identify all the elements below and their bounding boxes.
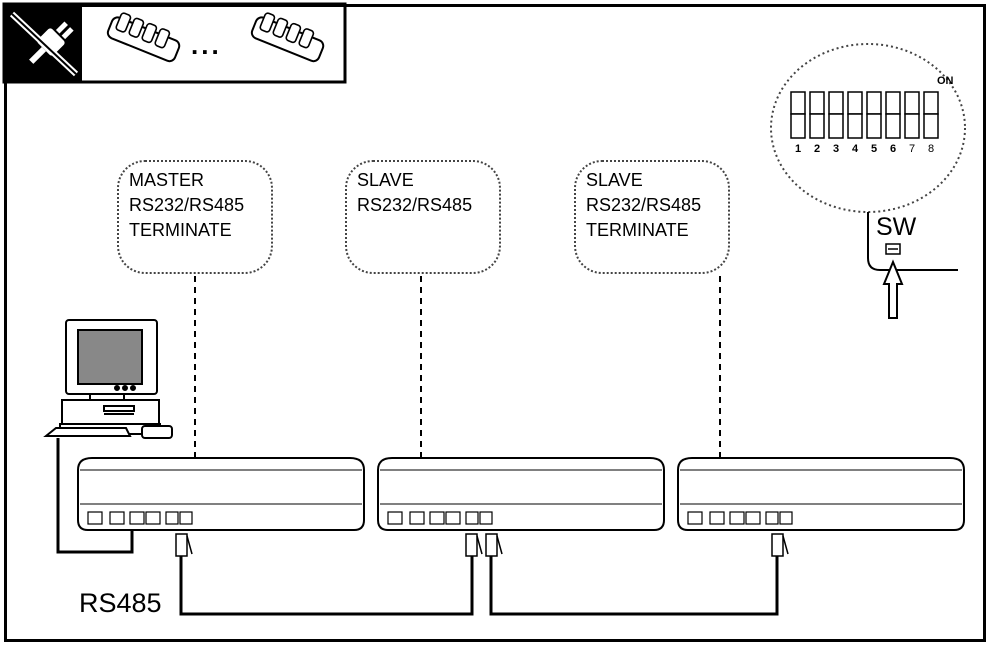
unplug-icon (9, 11, 79, 77)
dip-number-6: 6 (890, 143, 897, 155)
dip-number-7: 7 (909, 143, 916, 155)
rs485-cable (179, 556, 779, 616)
callout-slave-2-line-3: TERMINATE (586, 220, 689, 240)
header-ellipsis: ... (191, 30, 222, 60)
callout-master: MASTER RS232/RS485 TERMINATE (117, 160, 273, 274)
callout-master-line-2: RS232/RS485 (129, 195, 245, 215)
callout-leaders (194, 276, 721, 458)
switch-label: SW (876, 213, 917, 241)
diagram-frame (4, 4, 986, 642)
dip-number-5: 5 (871, 143, 878, 155)
pc-cable (56, 438, 134, 554)
charger-icon-left (106, 12, 181, 63)
dip-number-3: 3 (833, 143, 840, 155)
dip-on-label: ON (937, 75, 954, 87)
callout-slave-1: SLAVE RS232/RS485 (345, 160, 501, 274)
dip-switch-magnifier (770, 43, 966, 319)
pointer-arrow-icon (882, 259, 904, 319)
base-station-slave-1 (377, 457, 665, 531)
dip-number-8: 8 (928, 143, 935, 155)
rs485-label: RS485 (79, 588, 162, 618)
base-station-slave-2 (677, 457, 965, 531)
dip-number-4: 4 (852, 143, 859, 155)
callout-slave-1-line-2: RS232/RS485 (357, 195, 473, 215)
dip-switch-bank (790, 91, 939, 139)
callout-slave-2-line-2: RS232/RS485 (586, 195, 702, 215)
dip-number-1: 1 (795, 143, 802, 155)
callout-slave-2-line-1: SLAVE (586, 170, 643, 190)
callout-master-line-1: MASTER (129, 170, 205, 190)
callout-slave-2: SLAVE RS232/RS485 TERMINATE (574, 160, 730, 274)
computer-icon (43, 319, 173, 439)
dip-number-2: 2 (814, 143, 821, 155)
base-station-master (77, 457, 365, 531)
callout-master-line-3: TERMINATE (129, 220, 232, 240)
charger-icon-right (250, 12, 325, 63)
callout-slave-1-line-1: SLAVE (357, 170, 414, 190)
